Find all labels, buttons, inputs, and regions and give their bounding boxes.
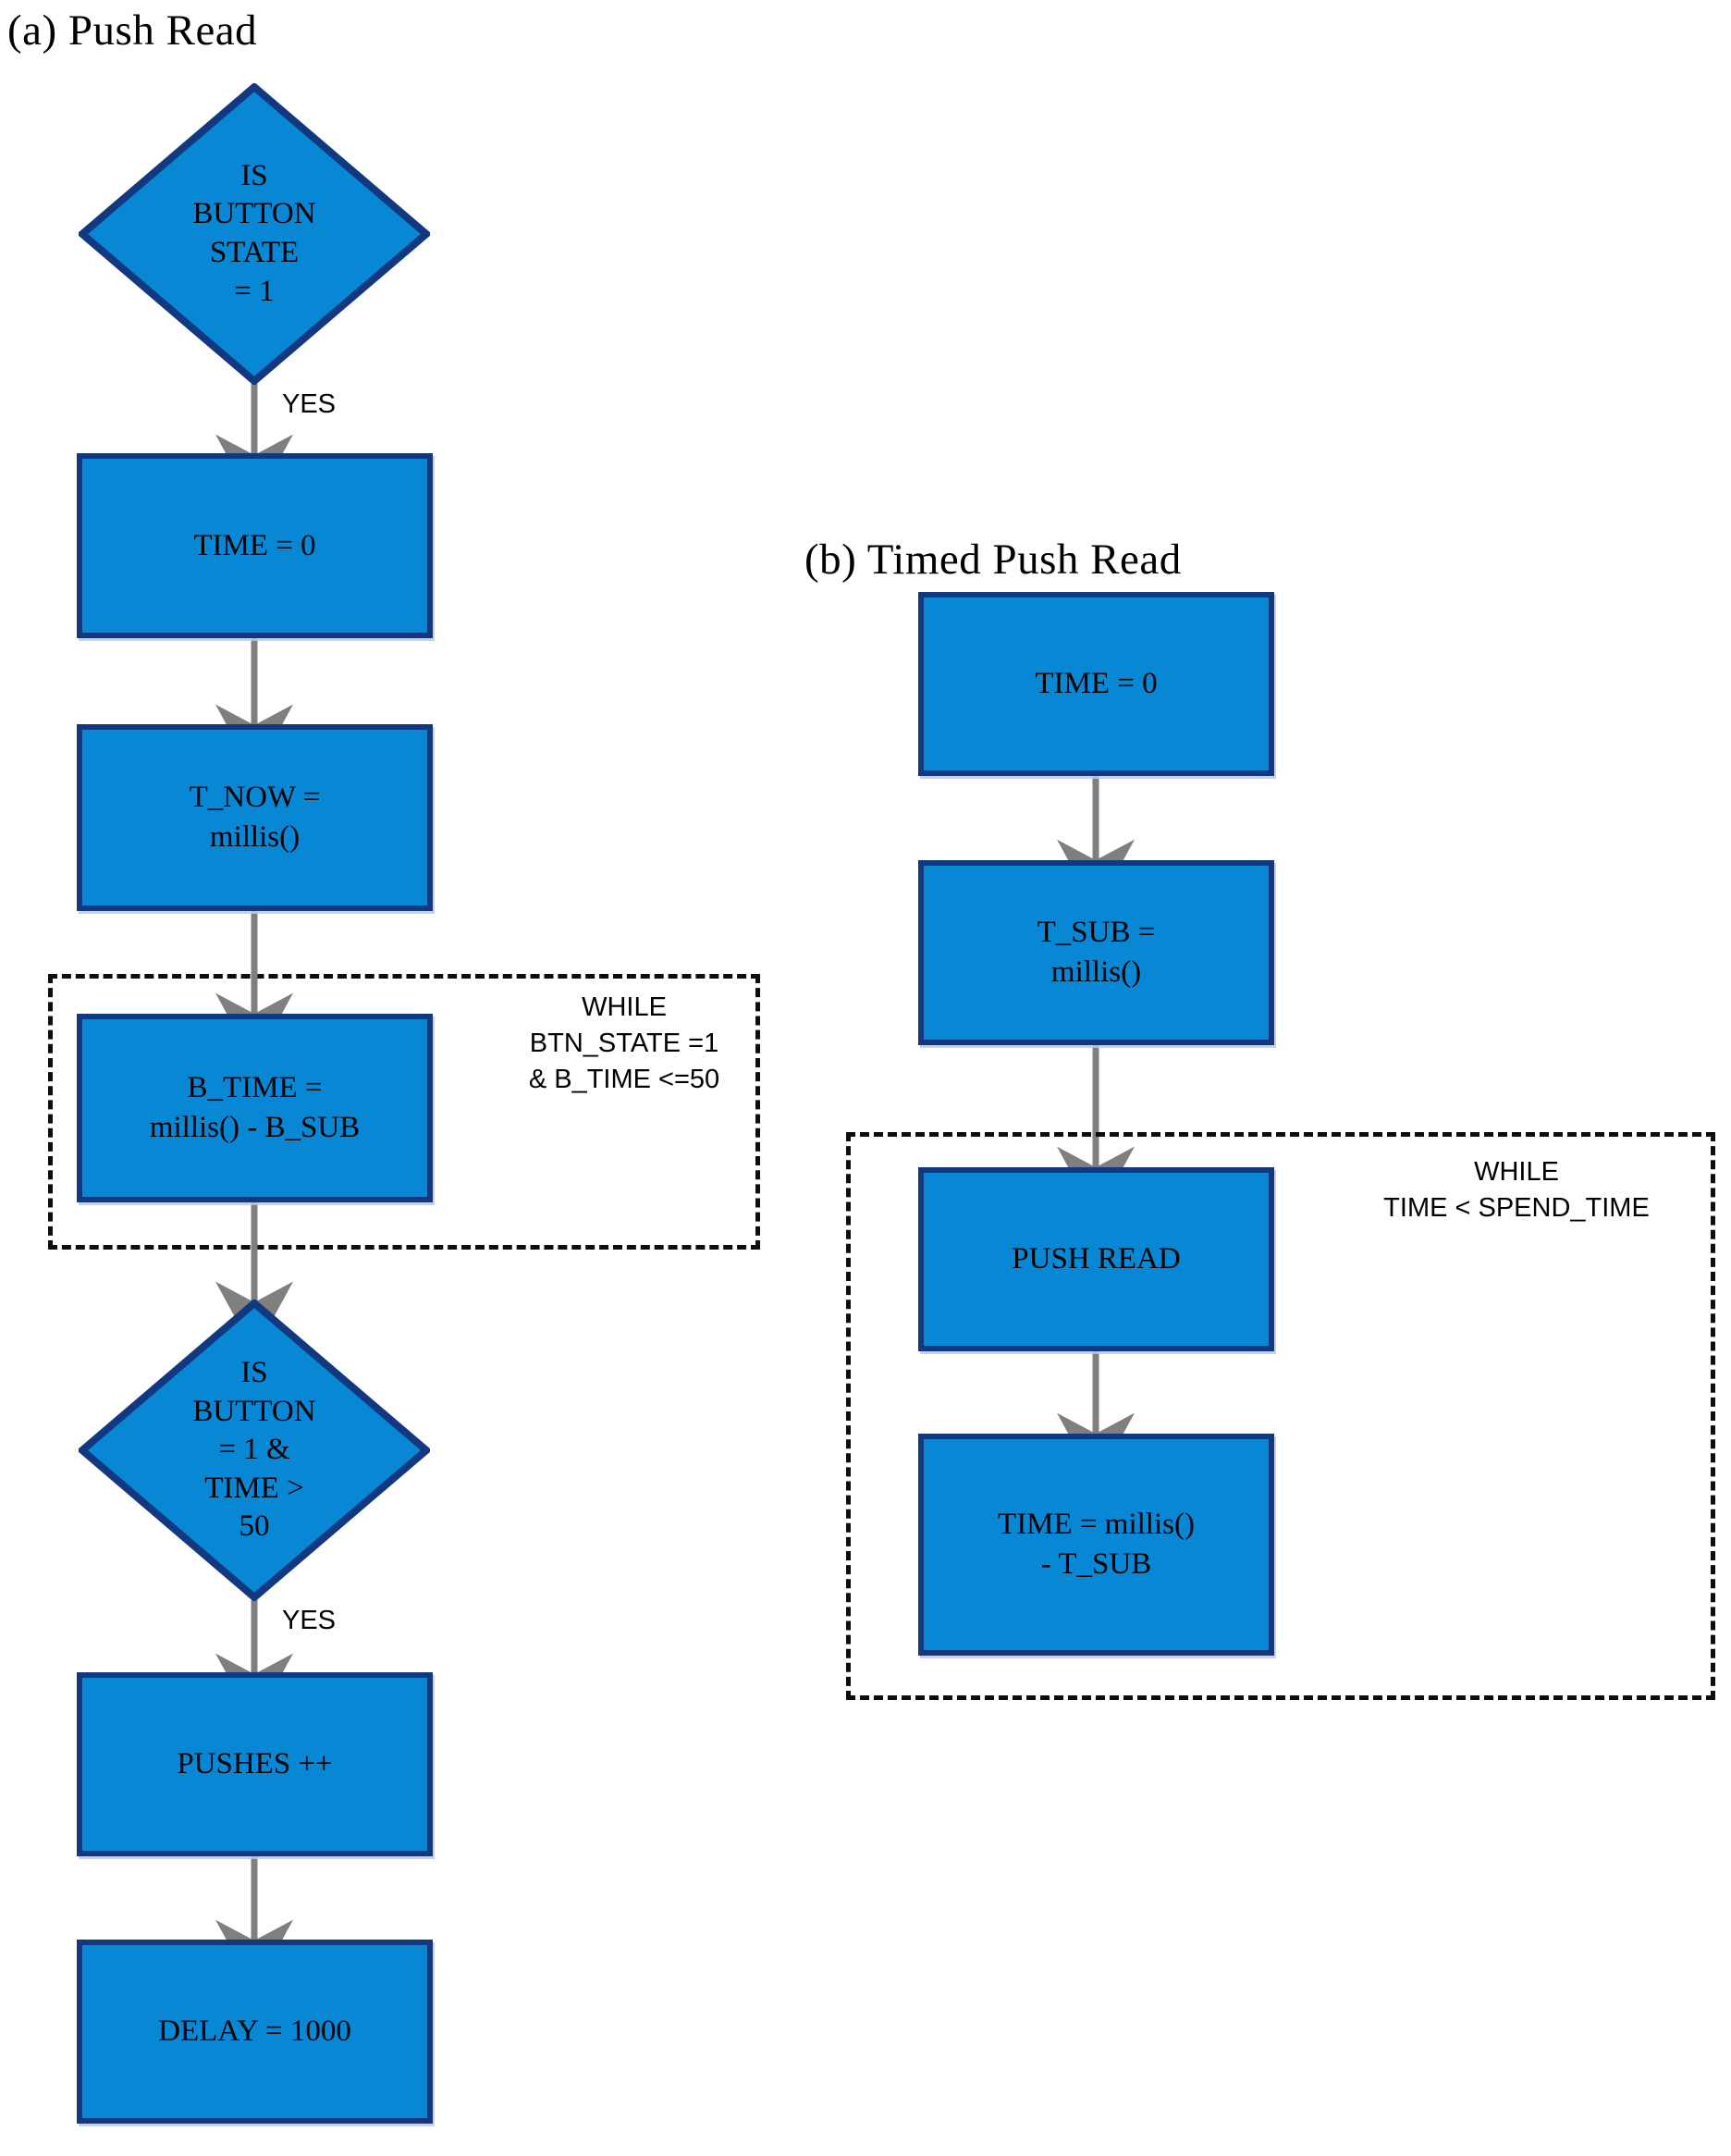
process-time-calc-b-text: TIME = millis()- T_SUB [998,1508,1195,1581]
edge-label-yes-1: YES [282,389,337,419]
while-loop-frame-b [846,1132,1715,1700]
while-loop-note-b-line2: TIME < SPEND_TIME [1383,1193,1650,1224]
process-t-now-a-text: T_NOW =millis() [189,781,321,854]
process-b-time-a-text: B_TIME =millis() - B_SUB [149,1071,361,1144]
process-pushes-increment-a-text: PUSHES ++ [177,1747,333,1781]
diamond-shape-icon [79,1300,430,1601]
while-loop-note-b: WHILE TIME < SPEND_TIME [1322,1154,1711,1226]
process-time-zero-a-text: TIME = 0 [193,528,316,562]
process-t-sub-b: T_SUB =millis() [918,860,1274,1045]
process-push-read-b-text: PUSH READ [1012,1242,1181,1276]
while-loop-note-a-line2: BTN_STATE =1 [529,1029,719,1059]
process-time-zero-a: TIME = 0 [77,453,433,638]
process-time-zero-b-text: TIME = 0 [1035,667,1158,701]
while-loop-note-a-line1: WHILE [582,992,667,1022]
process-delay-a-text: DELAY = 1000 [158,2014,351,2049]
while-loop-note-a: WHILE BTN_STATE =1 & B_TIME <=50 [490,990,758,1098]
process-time-zero-b: TIME = 0 [918,592,1274,776]
edge-label-yes-2: YES [282,1606,337,1635]
process-delay-a: DELAY = 1000 [77,1940,433,2124]
while-loop-note-b-line1: WHILE [1474,1157,1559,1187]
process-time-calc-b: TIME = millis()- T_SUB [918,1434,1274,1656]
while-loop-note-a-line3: & B_TIME <=50 [528,1065,720,1095]
while-loop-frame-a [48,974,760,1250]
process-b-time-a: B_TIME =millis() - B_SUB [77,1014,433,1202]
panel-a-title: (a) Push Read [7,6,258,55]
process-t-sub-b-text: T_SUB =millis() [1037,916,1156,989]
panel-b-title: (b) Timed Push Read [804,536,1182,584]
diamond-shape-icon [79,83,430,385]
process-t-now-a: T_NOW =millis() [77,724,433,911]
process-pushes-increment-a: PUSHES ++ [77,1672,433,1856]
process-push-read-b: PUSH READ [918,1167,1274,1351]
